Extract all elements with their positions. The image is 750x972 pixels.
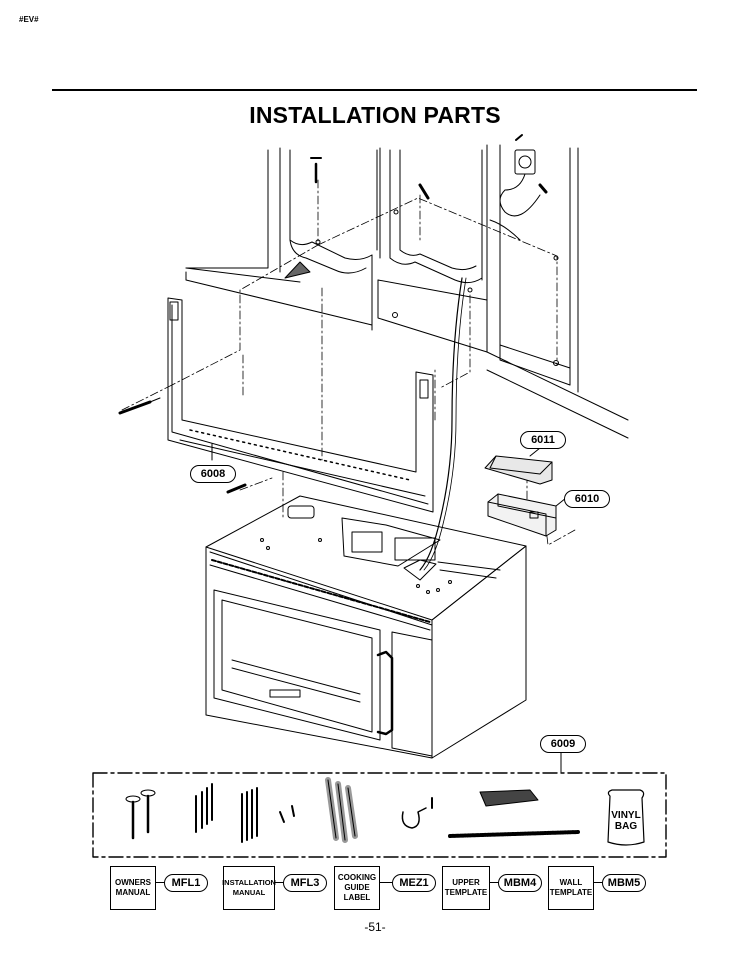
doc-owners-manual: OWNERS MANUAL [110, 866, 156, 910]
page-title: INSTALLATION PARTS [249, 102, 501, 128]
microwave-oven [205, 495, 527, 759]
long-bolts [125, 789, 156, 840]
outlet-and-cord [499, 134, 548, 217]
code-mbm5: MBM5 [602, 874, 646, 892]
code-mbm4: MBM4 [498, 874, 542, 892]
power-cord [419, 277, 463, 571]
page-number: -51- [364, 920, 386, 934]
vinyl-bag [607, 789, 645, 846]
code-mfl3: MFL3 [283, 874, 327, 892]
lag-screws [241, 787, 258, 843]
kit-boundary [92, 772, 667, 858]
upper-cabinets [185, 144, 629, 439]
code-mez1: MEZ1 [392, 874, 436, 892]
kit-parts [125, 777, 645, 846]
doc-wall-template: WALL TEMPLATE [548, 866, 594, 910]
header-rule [52, 89, 697, 91]
doc-upper-template: UPPER TEMPLATE [442, 866, 490, 910]
vinyl-bag-label: VINYL BAG [611, 810, 641, 832]
wood-screws [195, 783, 213, 833]
code-mfl1: MFL1 [164, 874, 208, 892]
damper-part [487, 493, 557, 537]
callout-6009: 6009 [540, 735, 586, 753]
alignment-lines [121, 179, 576, 546]
callout-6010: 6010 [564, 490, 610, 508]
doc-installation-manual: INSTALLATION MANUAL [222, 866, 276, 910]
callout-6011: 6011 [520, 431, 566, 449]
toggle-bolts [325, 777, 358, 843]
page-tag: #EV# [19, 15, 39, 24]
mounting-plate [167, 297, 434, 513]
callout-6008: 6008 [190, 465, 236, 483]
doc-cooking-guide-label: COOKING GUIDE LABEL [334, 866, 380, 910]
mounting-screws [118, 157, 430, 494]
filter-cover-part [484, 455, 553, 485]
